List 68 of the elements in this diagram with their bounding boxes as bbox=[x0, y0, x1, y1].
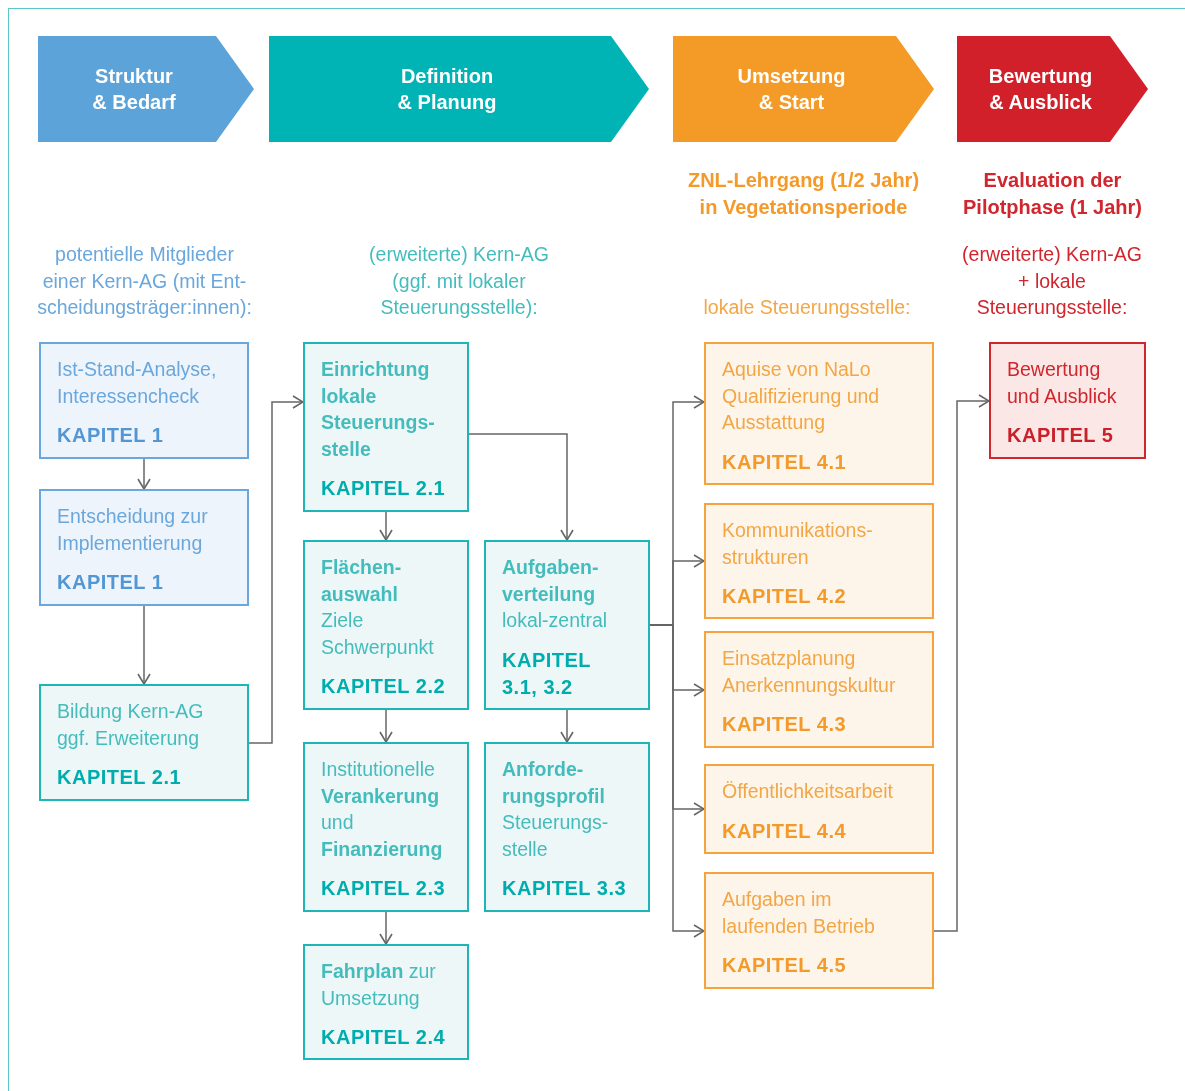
phase-banner bbox=[269, 36, 649, 142]
process-box bbox=[704, 764, 934, 854]
chapter-label: KAPITEL 1 bbox=[57, 423, 165, 448]
phase-banner bbox=[38, 36, 254, 142]
group-caption: lokale Steuerungsstelle: bbox=[702, 295, 912, 320]
process-box bbox=[704, 872, 934, 989]
chapter-label: KAPITEL 4.1 bbox=[722, 449, 848, 475]
box-text: Aquise von NaLo Qualifizierung und Ausstattung bbox=[722, 357, 881, 435]
chapter-label: KAPITEL 4.5 bbox=[722, 953, 848, 978]
chapter-label: KAPITEL 1 bbox=[57, 570, 165, 595]
process-box bbox=[39, 489, 249, 606]
arrow bbox=[137, 605, 151, 685]
process-box bbox=[989, 342, 1146, 459]
box-text: Entscheidung zur Implementierung bbox=[57, 504, 209, 556]
box-text: Einsatzplanung Anerkennungskultur bbox=[722, 646, 897, 698]
chapter-label: KAPITEL 4.2 bbox=[722, 584, 848, 609]
chapter-label: KAPITEL 4.4 bbox=[722, 818, 848, 844]
process-box bbox=[39, 684, 249, 801]
process-box bbox=[704, 503, 934, 619]
group-caption: (erweiterte) Kern-AG (ggf. mit lokaler Steuerungsstelle): bbox=[368, 242, 550, 320]
arrow bbox=[137, 458, 151, 490]
arrow bbox=[379, 911, 393, 945]
phase-title: Umsetzung & Start bbox=[736, 64, 847, 115]
process-box bbox=[484, 540, 650, 710]
phase-title: Definition & Planung bbox=[396, 64, 498, 115]
box-text: Bildung Kern-AG ggf. Erweiterung bbox=[57, 699, 205, 751]
phase-banner bbox=[957, 36, 1148, 142]
process-box bbox=[303, 944, 469, 1060]
arrow bbox=[468, 433, 574, 541]
phase-title: Bewertung & Ausblick bbox=[987, 64, 1094, 115]
chapter-label: KAPITEL 3.1, 3.2 bbox=[502, 647, 592, 700]
phase-banner bbox=[673, 36, 934, 142]
process-box bbox=[303, 742, 469, 912]
process-box bbox=[704, 342, 934, 485]
arrow bbox=[248, 395, 304, 744]
chapter-label: KAPITEL 2.4 bbox=[321, 1025, 447, 1050]
box-text: Flächen- auswahl Ziele Schwerpunkt bbox=[321, 555, 435, 660]
group-caption: potentielle Mitglieder einer Kern-AG (mit Ent- scheidungsträger:innen): bbox=[36, 242, 253, 320]
process-box bbox=[704, 631, 934, 748]
process-box bbox=[303, 540, 469, 710]
chapter-label: KAPITEL 2.1 bbox=[321, 476, 447, 501]
chapter-label: KAPITEL 2.2 bbox=[321, 674, 447, 699]
box-text: Einrichtung lokale Steuerungs- stelle bbox=[321, 357, 436, 462]
arrow bbox=[379, 511, 393, 541]
chapter-label: KAPITEL 5 bbox=[1007, 423, 1115, 448]
box-text: Fahrplan zur Umsetzung bbox=[321, 959, 437, 1011]
chapter-label: KAPITEL 4.3 bbox=[722, 712, 848, 737]
process-box bbox=[303, 342, 469, 512]
arrow bbox=[379, 709, 393, 743]
chapter-label: KAPITEL 3.3 bbox=[502, 876, 628, 901]
phase-duration: Evaluation der Pilotphase (1 Jahr) bbox=[962, 168, 1143, 220]
chapter-label: KAPITEL 2.1 bbox=[57, 765, 183, 790]
phase-duration: ZNL-Lehrgang (1/2 Jahr) in Vegetationsperiode bbox=[686, 168, 921, 220]
box-text: Bewertung und Ausblick bbox=[1007, 357, 1118, 409]
box-text: Aufgaben im laufenden Betrieb bbox=[722, 887, 876, 939]
box-text: Öffentlichkeitsarbeit bbox=[722, 779, 894, 804]
box-text: Aufgaben- verteilung lokal-zentral bbox=[502, 555, 609, 633]
arrow bbox=[933, 394, 990, 932]
group-caption: (erweiterte) Kern-AG + lokale Steuerungsstelle: bbox=[962, 242, 1142, 320]
phase-title: Struktur & Bedarf bbox=[91, 64, 177, 115]
box-text: Kommunikations- strukturen bbox=[722, 518, 874, 570]
box-text: Institutionelle Verankerung und Finanzierung bbox=[321, 757, 443, 862]
chapter-label: KAPITEL 2.3 bbox=[321, 876, 447, 901]
process-box bbox=[39, 342, 249, 459]
arrow bbox=[560, 709, 574, 743]
process-box bbox=[484, 742, 650, 912]
box-text: Ist-Stand-Analyse, Interessencheck bbox=[57, 357, 218, 409]
box-text: Anforde- rungsprofil Steuerungs- stelle bbox=[502, 757, 610, 862]
